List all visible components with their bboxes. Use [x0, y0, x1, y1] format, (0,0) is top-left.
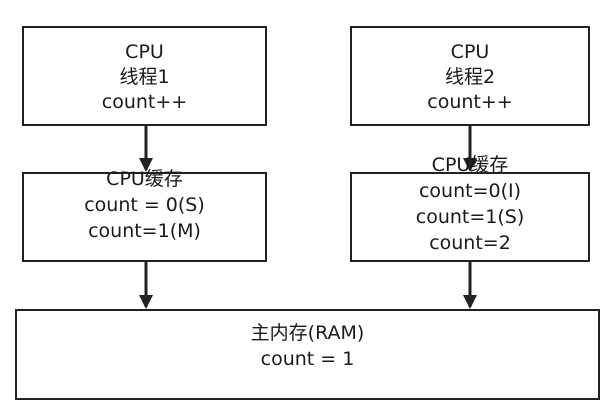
cache2-line-value: count=2 [429, 232, 511, 254]
cache2-line-state-i: count=0(I) [418, 180, 522, 202]
ram-line-value: count = 1 [260, 348, 355, 370]
ram-line-title: 主内存(RAM) [250, 322, 365, 344]
cache1-line-state-m: count=1(M) [88, 220, 201, 242]
ram-node: 主内存(RAM) count = 1 [15, 309, 600, 400]
thread2-node: CPU 线程2 count++ [350, 26, 590, 126]
thread1-line-op: count++ [101, 91, 188, 113]
thread1-line-cpu: CPU [125, 41, 164, 63]
cache1-line-title: CPU缓存 [106, 168, 183, 190]
thread1-line-name: 线程1 [119, 66, 170, 88]
cache2-line-title: CPU缓存 [431, 154, 509, 176]
thread2-line-op: count++ [427, 91, 513, 113]
cache1-node: CPU缓存 count = 0(S) count=1(M) [22, 168, 267, 262]
cache2-line-state-s: count=1(S) [415, 206, 525, 228]
cache1-line-state-s: count = 0(S) [84, 194, 205, 216]
thread2-line-name: 线程2 [444, 66, 496, 88]
thread1-node: CPU 线程1 count++ [22, 26, 267, 126]
thread2-line-cpu: CPU [450, 41, 490, 63]
cache2-node: CPU缓存 count=0(I) count=1(S) count=2 [350, 154, 590, 262]
